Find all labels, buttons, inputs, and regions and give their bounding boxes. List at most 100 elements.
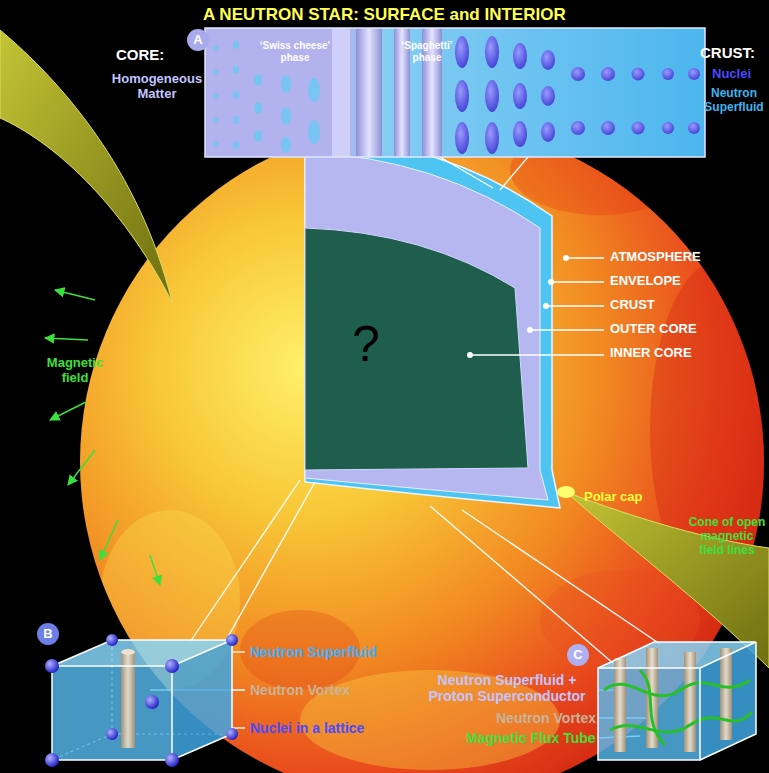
question-mark: ? <box>352 316 380 374</box>
illustration-part <box>308 120 320 144</box>
illustration-part <box>513 121 527 147</box>
illustration-part <box>308 78 320 102</box>
leader-dots <box>467 255 569 358</box>
illustration-part <box>598 642 756 668</box>
phase-label: ‘Spaghetti’ phase <box>396 40 458 63</box>
part-heading: CRUST: <box>700 44 755 61</box>
illustration-part <box>640 670 665 745</box>
part-label: Neutron Superfluid <box>702 87 766 115</box>
illustration-part <box>254 74 262 86</box>
illustration-part <box>455 80 469 112</box>
cutaway <box>305 136 560 508</box>
illustration-part <box>100 520 118 560</box>
illustration-part <box>662 122 674 134</box>
illustration-part <box>356 28 382 157</box>
inset-c-cube <box>598 642 756 760</box>
illustration-part <box>684 652 696 752</box>
illustration-part <box>226 728 238 740</box>
illustration-part <box>485 122 499 154</box>
illustration-part <box>563 255 569 261</box>
illustration-part <box>467 352 473 358</box>
illustration-part <box>55 290 95 300</box>
inset-label: Neutron Vortex <box>496 710 596 726</box>
illustration-part <box>455 36 469 68</box>
illustration-part <box>121 649 135 655</box>
layer-label: CRUST <box>610 298 655 313</box>
illustration-part <box>233 651 245 652</box>
illustration-part <box>52 666 172 760</box>
inset-panel: ‘Swiss cheese’ phase ‘Spaghetti’ phase <box>205 28 705 157</box>
illustration-part <box>214 46 219 51</box>
illustration-part <box>551 281 604 282</box>
inset-label: Neutron Superfluid + Proton Superconduct… <box>418 672 596 704</box>
illustration-part <box>604 680 750 696</box>
part-label: Polar cap <box>584 490 643 505</box>
illustration-part <box>571 67 585 81</box>
illustration-part <box>513 83 527 109</box>
title: A NEUTRON STAR: SURFACE and INTERIOR <box>203 5 566 25</box>
illustration-part <box>190 480 300 642</box>
illustration-part <box>172 640 232 760</box>
illustration-part <box>100 125 769 770</box>
part-label: Nuclei <box>712 67 751 82</box>
illustration-part <box>233 141 239 149</box>
illustration-part <box>688 122 700 134</box>
illustration-part <box>485 80 499 112</box>
illustration-part <box>610 712 752 732</box>
illustration-part <box>233 91 239 99</box>
illustration-part <box>68 450 95 485</box>
illustration-part <box>214 142 219 147</box>
callout-letter: A <box>193 33 202 48</box>
inset-label: Neutron Vortex <box>250 682 350 698</box>
illustration-part <box>45 659 59 673</box>
illustration-part <box>226 634 238 646</box>
illustration-part <box>601 121 615 135</box>
illustration-part <box>233 66 239 74</box>
illustration-part <box>165 659 179 673</box>
illustration-part <box>688 68 700 80</box>
layer-label: ATMOSPHERE <box>610 250 701 265</box>
illustration-part <box>45 634 238 767</box>
illustration-part <box>632 122 645 135</box>
phase-label: ‘Swiss cheese’ phase <box>258 40 332 63</box>
illustration-part <box>541 50 555 70</box>
callout-letter: C <box>573 648 582 663</box>
inset-label: Magnetic Flux Tube <box>466 730 596 746</box>
illustration-part <box>225 482 315 642</box>
illustration-part <box>614 648 732 752</box>
illustration-part <box>557 486 575 498</box>
field-label: Magnetic field <box>36 356 114 386</box>
illustration-part <box>254 130 262 142</box>
callout-letter: B <box>43 627 52 642</box>
illustration-part <box>527 327 533 333</box>
illustration-part <box>214 118 219 123</box>
illustration-part <box>566 257 604 258</box>
illustration-part <box>0 30 172 302</box>
illustration-part <box>462 510 660 644</box>
callout-circle: A <box>187 29 209 51</box>
illustration-part <box>571 121 585 135</box>
illustration-part <box>150 555 160 585</box>
illustration-part <box>455 36 700 154</box>
illustration-part <box>106 634 118 646</box>
inset-label: Neutron Superfluid <box>250 644 377 660</box>
illustration-part <box>45 753 59 767</box>
illustration-part <box>332 28 350 157</box>
illustration-part <box>45 338 88 340</box>
inset-label: Nuclei in a lattice <box>250 720 364 736</box>
inset-b-cube <box>45 634 238 767</box>
illustration-part <box>233 116 239 124</box>
illustration-part <box>106 728 118 740</box>
illustration-part <box>700 642 756 760</box>
illustration-part <box>720 648 732 740</box>
illustration-part <box>662 68 674 80</box>
illustration-part <box>52 640 232 760</box>
illustration-part <box>305 152 548 500</box>
illustration-part <box>470 354 604 355</box>
illustration-part <box>543 303 549 309</box>
illustration-part <box>541 86 555 106</box>
callout-circle: B <box>37 623 59 645</box>
illustration-part <box>455 122 469 154</box>
